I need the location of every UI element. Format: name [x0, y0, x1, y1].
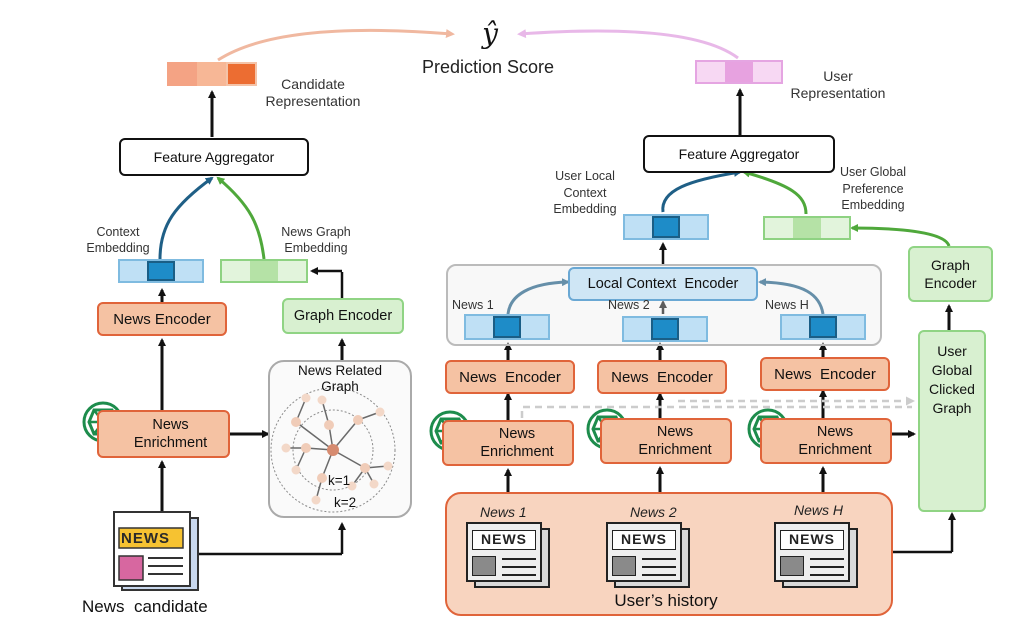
user-to-prediction-arrow — [517, 29, 739, 60]
k2-label: k=2 — [334, 495, 357, 510]
history-news-enrichment-1: News Enrichment — [442, 420, 574, 466]
user-representation-label: User Representation — [790, 68, 886, 101]
history-news-enrichment-h: News Enrichment — [760, 418, 892, 464]
candidate-news-badge: NEWS — [121, 530, 170, 547]
history-news-badge-h: NEWS — [789, 531, 835, 547]
news-graph-embedding-label: News Graph Embedding — [281, 225, 351, 255]
candidate-representation-vector — [167, 62, 257, 86]
user-history-label: User’s history — [614, 591, 718, 610]
candidate-to-prediction-arrow — [217, 28, 455, 62]
candidate-graph-encoder: Graph Encoder — [282, 298, 404, 334]
news-h-vector — [780, 314, 866, 340]
local-news-1-label: News 1 — [452, 298, 494, 312]
context-embedding-vector — [118, 259, 204, 283]
history-news-encoder-h: News Encoder — [760, 357, 890, 391]
user-graph-encoder: Graph Encoder — [908, 246, 993, 302]
prediction-score-label: Prediction Score — [421, 57, 555, 77]
history-news-badge-1: NEWS — [481, 531, 527, 547]
user-global-clicked-graph: User Global Clicked Graph — [918, 330, 986, 512]
newspaper-icon: NEWS — [466, 522, 550, 588]
newspaper-icon: NEWS — [606, 522, 690, 588]
local-news-h-label: News H — [765, 298, 809, 312]
news-related-graph-visual — [270, 387, 396, 513]
news-candidate-label: News candidate — [82, 597, 208, 616]
user-global-preference-vector — [763, 216, 851, 240]
news-graph-embedding-vector — [220, 259, 308, 283]
k1-label: k=1 — [328, 473, 351, 488]
candidate-feature-aggregator: Feature Aggregator — [119, 138, 309, 176]
candidate-news-encoder: News Encoder — [97, 302, 227, 336]
news-related-graph-panel — [268, 360, 412, 518]
history-news-badge-2: NEWS — [621, 531, 667, 547]
local-news-2-label: News 2 — [608, 298, 650, 312]
user-representation-vector — [695, 60, 783, 84]
candidate-representation-label: Candidate Representation — [265, 76, 361, 109]
history-news-h-label: News H — [794, 502, 844, 518]
history-news-enrichment-2: News Enrichment — [600, 418, 732, 464]
news-1-vector — [464, 314, 550, 340]
newspaper-icon — [113, 511, 199, 591]
history-news-encoder-1: News Encoder — [445, 360, 575, 394]
news-2-vector — [622, 316, 708, 342]
history-news-1-label: News 1 — [480, 504, 527, 520]
local-context-encoder: Local Context Encoder — [568, 267, 758, 301]
history-news-encoder-2: News Encoder — [597, 360, 727, 394]
context-embedding-label: Context Embedding — [86, 225, 150, 255]
user-local-context-label: User Local Context Embedding — [553, 169, 617, 216]
news-related-graph-title: News Related Graph — [297, 363, 383, 394]
user-feature-aggregator: Feature Aggregator — [643, 135, 835, 173]
user-global-preference-label: User Global Preference Embedding — [840, 165, 906, 212]
history-news-2-label: News 2 — [630, 504, 677, 520]
prediction-symbol: ŷ — [482, 17, 498, 50]
user-local-context-vector — [623, 214, 709, 240]
candidate-news-enrichment: News Enrichment — [97, 410, 230, 458]
newspaper-icon: NEWS — [774, 522, 858, 588]
